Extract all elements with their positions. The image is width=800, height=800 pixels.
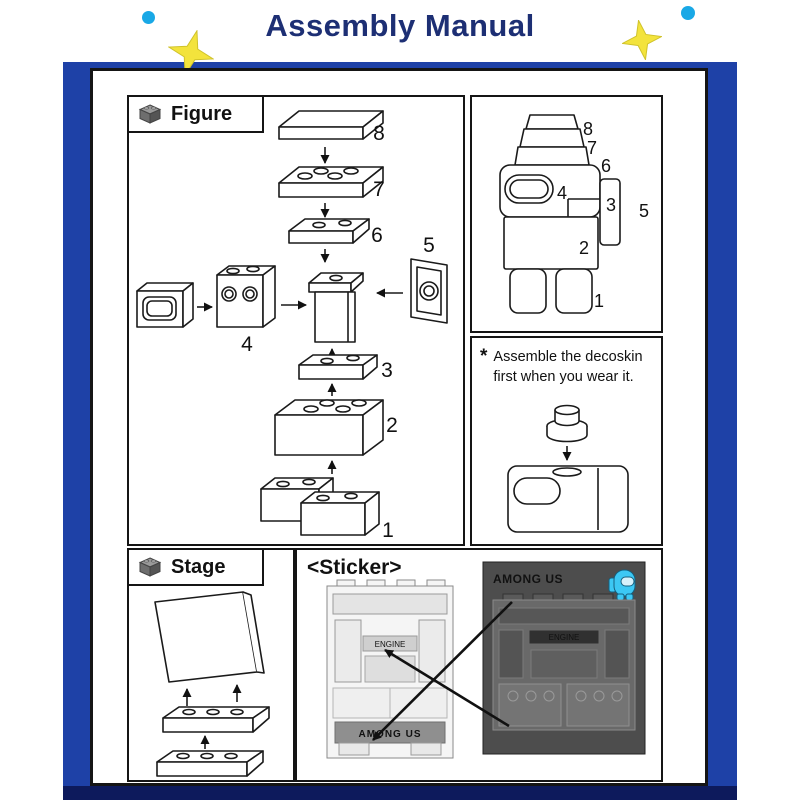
stage-wall-panel <box>154 591 258 683</box>
decoskin-note: * Assemble the decoskin first when you w… <box>472 338 661 388</box>
stage-base-plate-upper <box>162 706 270 733</box>
assembled-leg <box>555 268 593 314</box>
sticker-lineart-image: ENGINE AMONG US <box>326 579 454 759</box>
header-band: Assembly Manual <box>0 0 800 62</box>
stage-label-box: Stage <box>127 548 264 586</box>
part-5-panel <box>410 258 448 324</box>
assembled-layer-7 <box>519 128 585 148</box>
part-1-bricks <box>260 477 380 536</box>
decoskin-flange-side <box>546 426 588 443</box>
sticker-placement-arrow-1 <box>372 601 513 741</box>
decoskin-note-section: * Assemble the decoskin first when you w… <box>470 336 663 546</box>
assembled-body-2 <box>503 216 599 270</box>
figure-label-box: Figure <box>127 95 264 133</box>
part-4-snot-brick <box>216 265 276 328</box>
assembled-number-7: 7 <box>587 138 597 158</box>
part-7-brick <box>278 166 384 198</box>
sticker-diagram: ENGINE AMONG US AMONG US <box>326 561 646 759</box>
brick-cube-icon <box>138 104 162 124</box>
brick-cube-icon <box>138 557 162 577</box>
step-number-1: 1 <box>382 519 394 542</box>
assembled-number-8: 8 <box>583 119 593 139</box>
page-title: Assembly Manual <box>265 8 535 43</box>
note-line-1: Assemble the decoskin <box>493 349 643 365</box>
manual-page: 8 7 6 5 4 3 2 1 Figure <box>90 68 708 786</box>
step-number-3: 3 <box>381 359 393 382</box>
stage-label: Stage <box>171 555 226 578</box>
sticker-placement-arrow-2 <box>384 648 510 728</box>
engine-sign-label: ENGINE <box>375 640 406 649</box>
exploded-diagram: 8 7 6 5 4 3 2 1 <box>136 110 448 542</box>
assembled-number-6: 6 <box>601 156 611 176</box>
figure-section: 8 7 6 5 4 3 2 1 <box>127 95 465 546</box>
cyan-dot-left <box>142 11 155 24</box>
cyan-dot-right <box>681 6 695 20</box>
part-2-brick <box>274 399 384 456</box>
note-lines: Assemble the decoskin first when you wea… <box>493 347 642 388</box>
step-number-4: 4 <box>241 333 253 356</box>
sticker-final-image: AMONG US <box>482 561 646 755</box>
part-8-brick <box>278 110 384 140</box>
part-4-face-brick <box>136 282 194 328</box>
stage-diagram <box>154 591 270 777</box>
stage-wall-edge <box>242 591 265 674</box>
assembled-view-section: 8 7 6 4 3 5 2 1 <box>470 95 663 333</box>
figure-label: Figure <box>171 102 233 125</box>
bottom-navy-strip <box>63 786 737 800</box>
decoskin-socket <box>552 467 582 477</box>
step-number-5: 5 <box>423 234 435 257</box>
among-us-logo-text: AMONG US <box>493 572 563 586</box>
assembled-number-4: 4 <box>557 183 567 203</box>
assembled-number-2: 2 <box>579 238 589 258</box>
step-number-7: 7 <box>373 178 385 201</box>
decoskin-diagram <box>507 404 629 533</box>
decoskin-knob-top <box>554 404 580 416</box>
sparkle-star-right-icon <box>622 20 662 60</box>
assembled-leg <box>509 268 547 314</box>
assembled-layer-6 <box>514 146 590 166</box>
crewmate-icon <box>608 569 636 601</box>
assembled-layer-8 <box>525 114 579 130</box>
head-bracket-brick <box>308 272 364 343</box>
note-line-2: first when you wear it. <box>493 369 634 386</box>
among-us-banner-text: AMONG US <box>359 729 422 740</box>
assembled-backpack-5 <box>599 178 621 246</box>
part-6-brick <box>288 218 370 244</box>
stage-base-plate-lower <box>156 750 264 777</box>
step-number-2: 2 <box>386 414 398 437</box>
step-number-8: 8 <box>373 122 385 145</box>
sticker-section: <Sticker> ENGINE <box>295 548 663 782</box>
step-number-6: 6 <box>371 224 383 247</box>
engine-sign-label-dark: ENGINE <box>549 633 580 642</box>
sticker-label: <Sticker> <box>307 556 402 579</box>
assembled-visor-inner <box>509 179 549 199</box>
stage-section <box>127 548 295 782</box>
assembled-number-3: 3 <box>606 195 616 215</box>
part-3-plate <box>298 354 378 380</box>
assembled-number-5: 5 <box>639 201 649 221</box>
asterisk: * <box>480 346 488 367</box>
assembled-number-1: 1 <box>594 291 604 311</box>
decoskin-visor <box>513 477 561 505</box>
assembled-figure-diagram: 8 7 6 4 3 5 2 1 <box>499 114 649 314</box>
